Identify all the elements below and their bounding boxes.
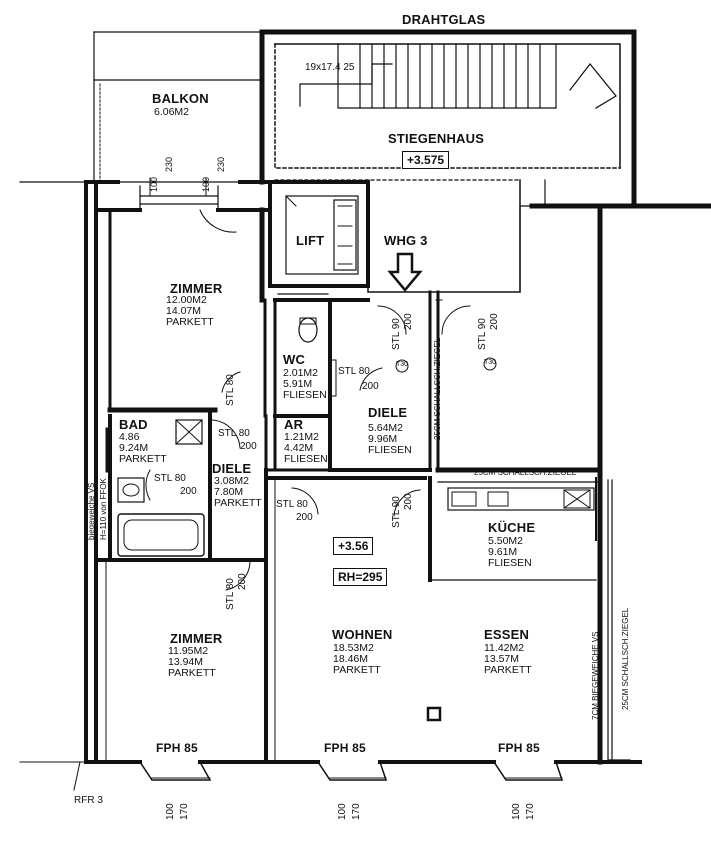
stairwell-wall (259, 29, 637, 183)
room-bad-line1: 4.86 (119, 431, 140, 443)
room-ar-line1: 1.21M2 (284, 431, 320, 443)
balcony-name: BALKON (152, 91, 209, 106)
rfr-label: RFR 3 (74, 795, 103, 806)
window1-dim-a: 100 (165, 803, 176, 820)
window2-dim-b: 170 (351, 803, 362, 820)
door-label-top1b: 200 (403, 313, 414, 330)
wall-note-schall2: 25CM SCHALLSCH.ZIEGEL (474, 468, 577, 477)
room-essen-line3: PARKETT (484, 664, 532, 676)
room-essen-line1: 11.42M2 (484, 642, 525, 654)
window-label-2: FPH 85 (324, 741, 366, 755)
door-label-zimmer2: STL 80 (225, 578, 236, 610)
door-label-wohnen: STL 90 (391, 496, 402, 528)
window3-dim-a: 100 (511, 803, 522, 820)
window-dim-a2: 100 (201, 176, 211, 192)
balcony-area: 6.06M2 (154, 106, 190, 118)
room-diele2-name: DIELE (212, 461, 252, 476)
room-diele1-line3: FLIESEN (368, 444, 412, 456)
room-essen-line2: 13.57M (484, 653, 520, 665)
room-wc-line2: 5.91M (283, 378, 313, 390)
room-height: RH=295 (333, 568, 388, 586)
room-essen-name: ESSEN (484, 627, 530, 642)
room-bad-name: BAD (119, 417, 148, 432)
door-label-zimmer2b: 200 (237, 573, 248, 590)
stairwell-level: +3.575 (402, 151, 450, 169)
wall-note-ffok: H=110 von FFOK (99, 478, 108, 540)
room-diele1-line1: 5.64M2 (368, 422, 404, 434)
door-label-wcv: STL 80 (225, 374, 236, 406)
unit-label: WHG 3 (384, 233, 428, 248)
level-mark: +3.56 (333, 537, 374, 555)
wall-note-schall3: 25CM SCHALLSCH.ZIEGEL (621, 607, 630, 710)
door-label-badb: 200 (240, 441, 257, 452)
door-label-wc: STL 80 (338, 366, 370, 377)
window-dim-b2: 230 (216, 156, 226, 172)
room-kueche-line2: 9.61M (488, 546, 518, 558)
room-zimmer1-name: ZIMMER (170, 281, 223, 296)
room-zimmer1-line1: 12.00M2 (166, 294, 207, 306)
room-bad-line2: 9.24M (119, 442, 149, 454)
wall-note-biege-right: 7CM BIEGEWEICHE VS (591, 631, 600, 720)
room-ar-name: AR (284, 417, 304, 432)
door-label-diele: STL 80 (276, 499, 308, 510)
room-wc-line1: 2.01M2 (283, 367, 319, 379)
door-label-bad: STL 80 (218, 428, 250, 439)
stair-note: 19x17.4 25 (305, 62, 355, 73)
window1-dim-b: 170 (179, 803, 190, 820)
door-label-top2: STL 90 (477, 318, 488, 350)
wall-note-schall1: 25CM SCHALLSCH.ZIEGEL (433, 337, 442, 440)
door-label-bad2: STL 80 (154, 473, 186, 484)
room-zimmer2-line3: PARKETT (168, 667, 216, 679)
room-ar-line3: FLIESEN (284, 453, 328, 465)
room-zimmer2-name: ZIMMER (170, 631, 223, 646)
room-kueche-name: KÜCHE (488, 520, 536, 535)
window3-dim-b: 170 (525, 803, 536, 820)
door-label-wcb: 200 (362, 381, 379, 392)
room-diele1-name: DIELE (368, 405, 408, 420)
room-wc-line3: FLIESEN (283, 389, 327, 401)
drahtglas-label: DRAHTGLAS (402, 12, 486, 27)
stairwell-name: STIEGENHAUS (388, 131, 485, 146)
room-wohnen-name: WOHNEN (332, 627, 393, 642)
door-label-top1: STL 90 (391, 318, 402, 350)
room-diele2-line1: 3.08M2 (214, 475, 250, 487)
room-wohnen-line3: PARKETT (333, 664, 381, 676)
room-diele2-line3: PARKETT (214, 497, 262, 509)
lift-label: LIFT (296, 233, 325, 248)
window2-dim-a: 100 (337, 803, 348, 820)
staircase (299, 43, 617, 109)
room-zimmer2-line1: 11.95M2 (168, 645, 209, 657)
room-diele1-line2: 9.96M (368, 433, 398, 445)
door-t30-1: T30 (396, 361, 409, 368)
room-diele2-line2: 7.80M (214, 486, 244, 498)
door-label-wohnenb: 200 (403, 493, 414, 510)
room-zimmer1-line2: 14.07M (166, 305, 202, 317)
wall-note-biege-left: biegeweiche VS (87, 482, 96, 540)
door-label-bad2b: 200 (180, 486, 197, 497)
room-kueche-line1: 5.50M2 (488, 535, 524, 547)
door-label-top2b: 200 (489, 313, 500, 330)
entrance-arrow (387, 252, 423, 292)
room-ar-line2: 4.42M (284, 442, 314, 454)
door-t30-2: T30 (484, 359, 497, 366)
room-zimmer1-line3: PARKETT (166, 316, 214, 328)
room-wohnen-line1: 18.53M2 (333, 642, 374, 654)
window-dim-a: 100 (149, 176, 159, 192)
room-bad-line3: PARKETT (119, 453, 167, 465)
window-label-1: FPH 85 (156, 741, 198, 755)
room-kueche-line3: FLIESEN (488, 557, 532, 569)
window-label-3: FPH 85 (498, 741, 540, 755)
door-label-dieleb: 200 (296, 512, 313, 523)
room-wc-name: WC (283, 352, 306, 367)
window-dim-b: 230 (164, 156, 174, 172)
room-zimmer2-line2: 13.94M (168, 656, 204, 668)
room-wohnen-line2: 18.46M (333, 653, 369, 665)
